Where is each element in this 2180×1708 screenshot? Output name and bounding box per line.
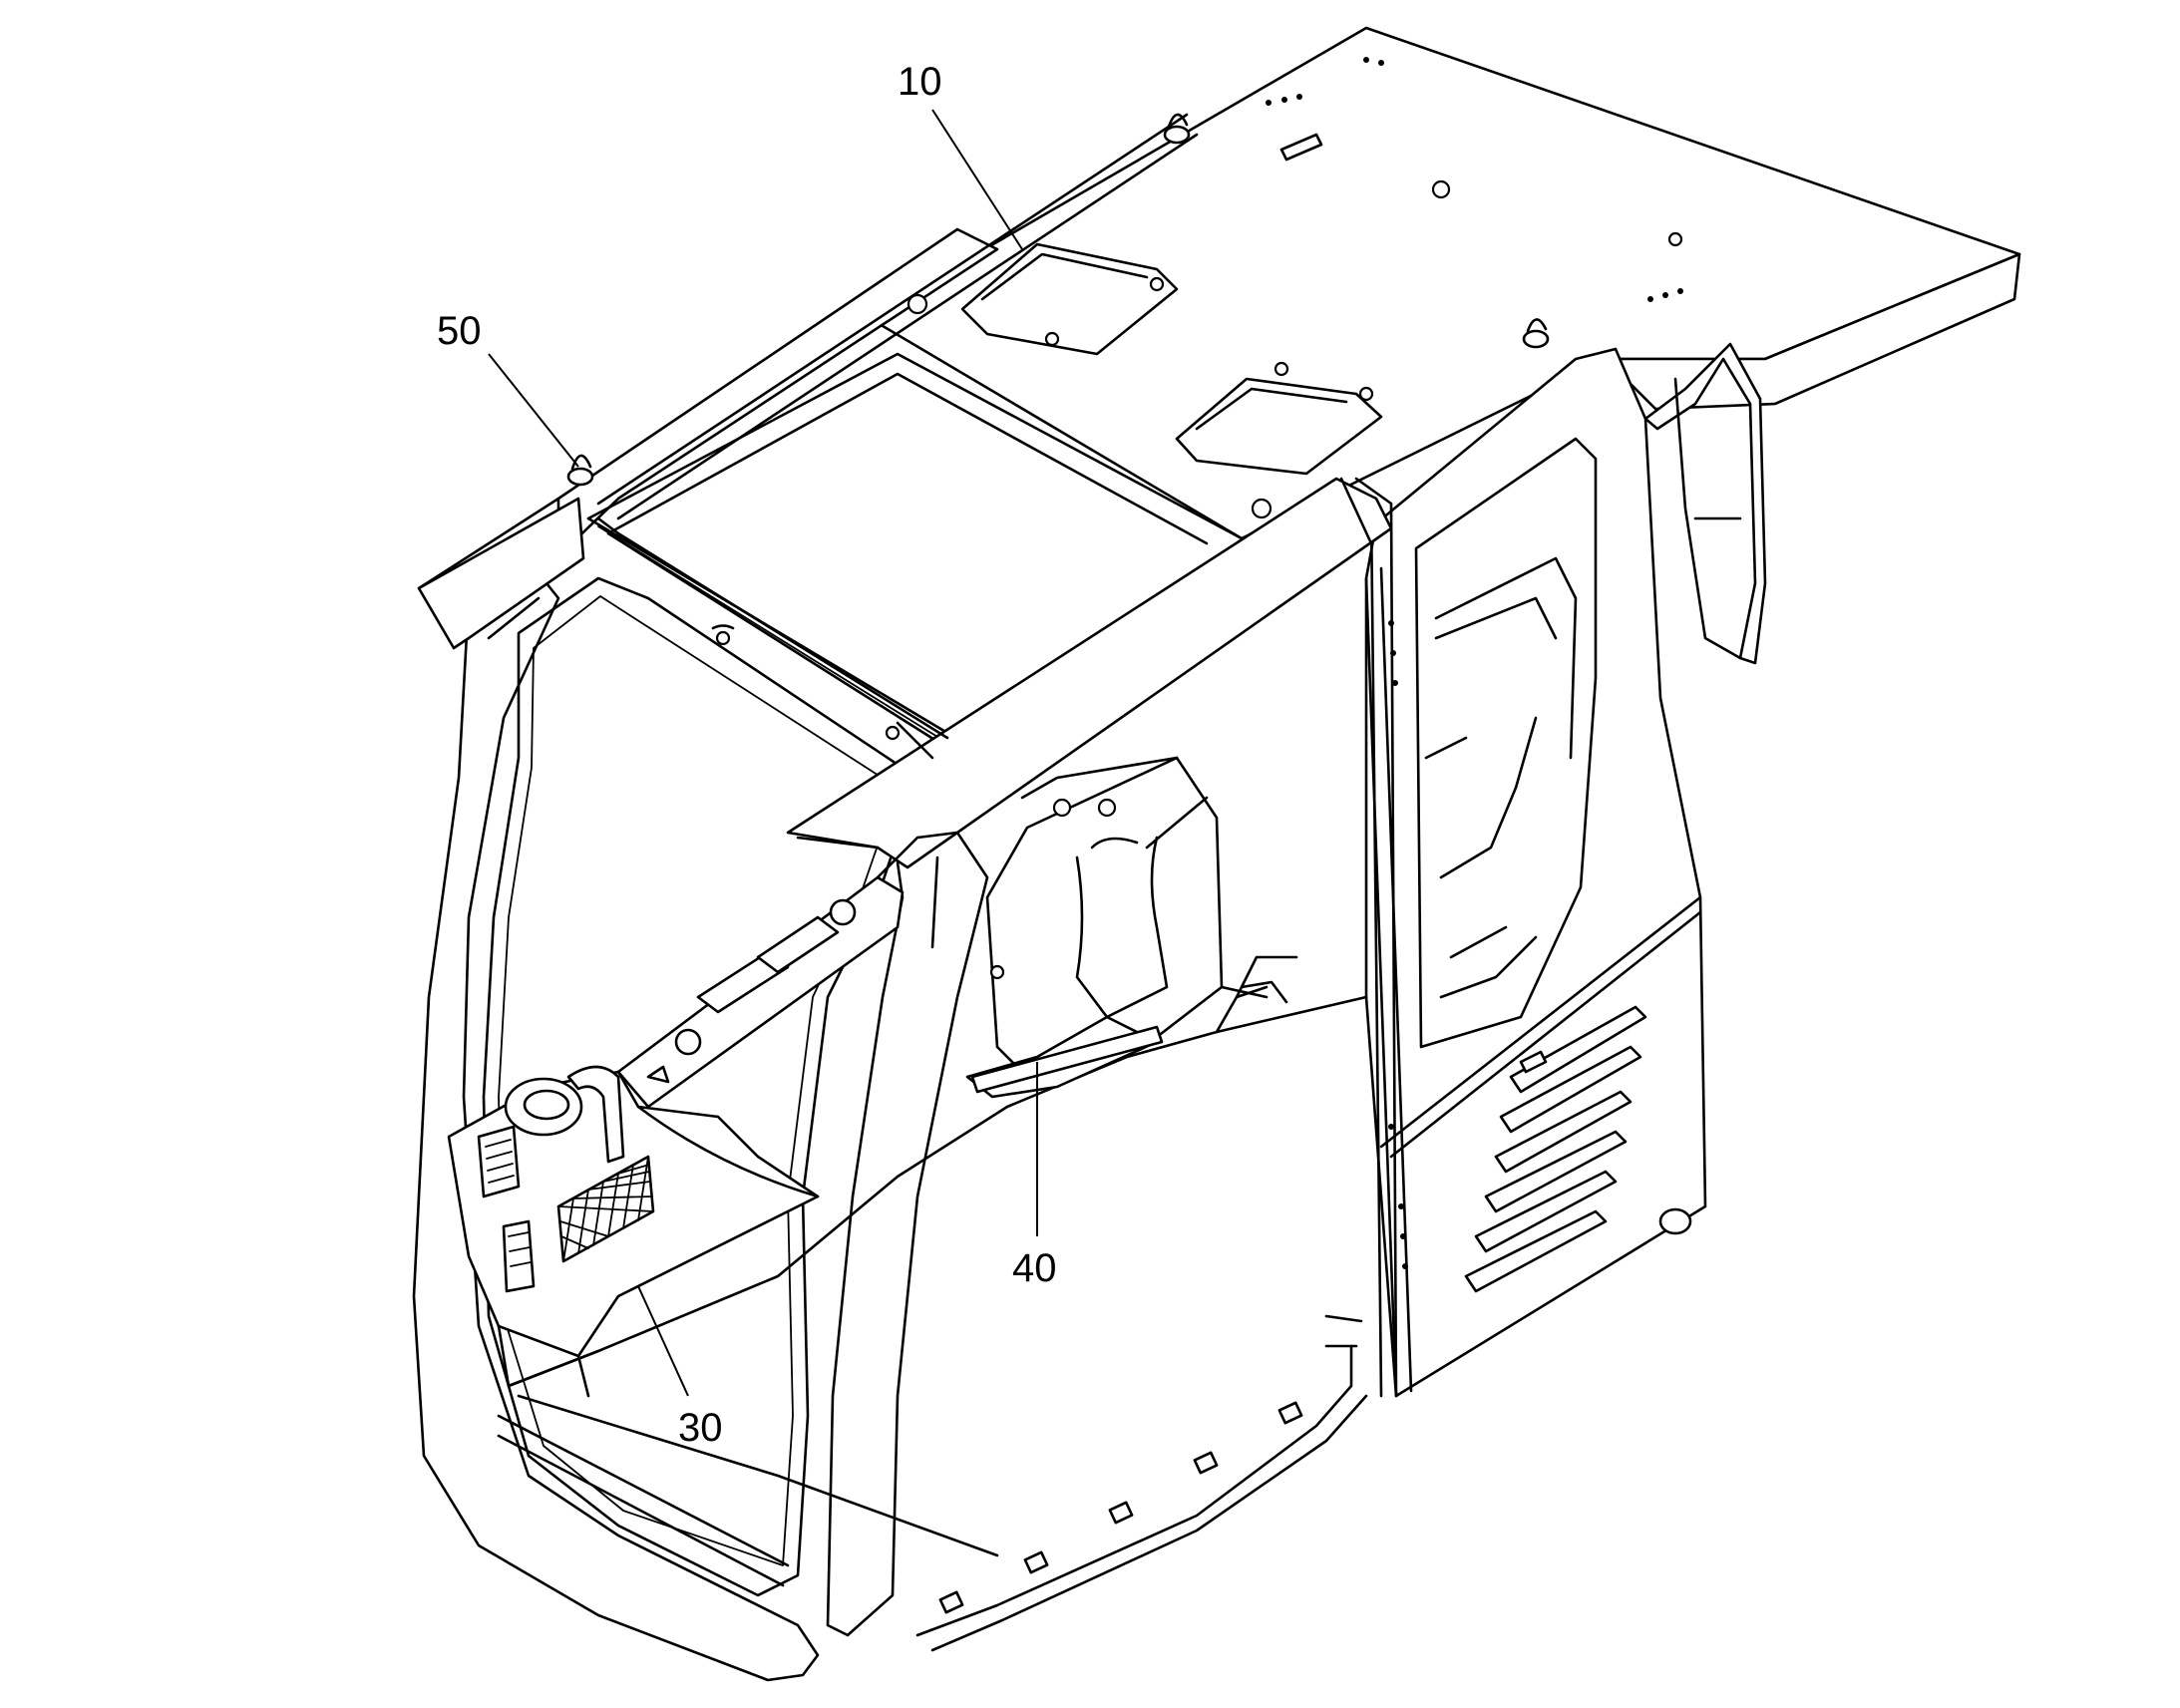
callout-30: 30 — [678, 1406, 723, 1450]
leader-30 — [637, 1285, 689, 1397]
leader-50 — [488, 353, 579, 468]
left-console — [447, 875, 905, 1398]
left-side-frame — [596, 516, 959, 879]
rear-floor-duct — [965, 756, 1298, 1099]
callout-40: 40 — [1012, 1246, 1057, 1290]
lifting-eye-rear-left — [1163, 113, 1191, 145]
callout-50: 50 — [437, 309, 482, 353]
leader-10 — [931, 109, 1023, 250]
callout-10: 10 — [898, 60, 942, 104]
cab-floor — [497, 985, 1368, 1652]
lifting-eye-rear-right — [1522, 318, 1550, 349]
lifting-eye-front-left — [566, 454, 594, 487]
cab-right-side — [1324, 347, 1707, 1398]
callout-labels: 10 50 40 30 — [437, 60, 1057, 1450]
leader-lines — [488, 109, 1038, 1397]
rear-handrail — [1643, 342, 1767, 665]
front-frame — [412, 477, 1393, 1682]
